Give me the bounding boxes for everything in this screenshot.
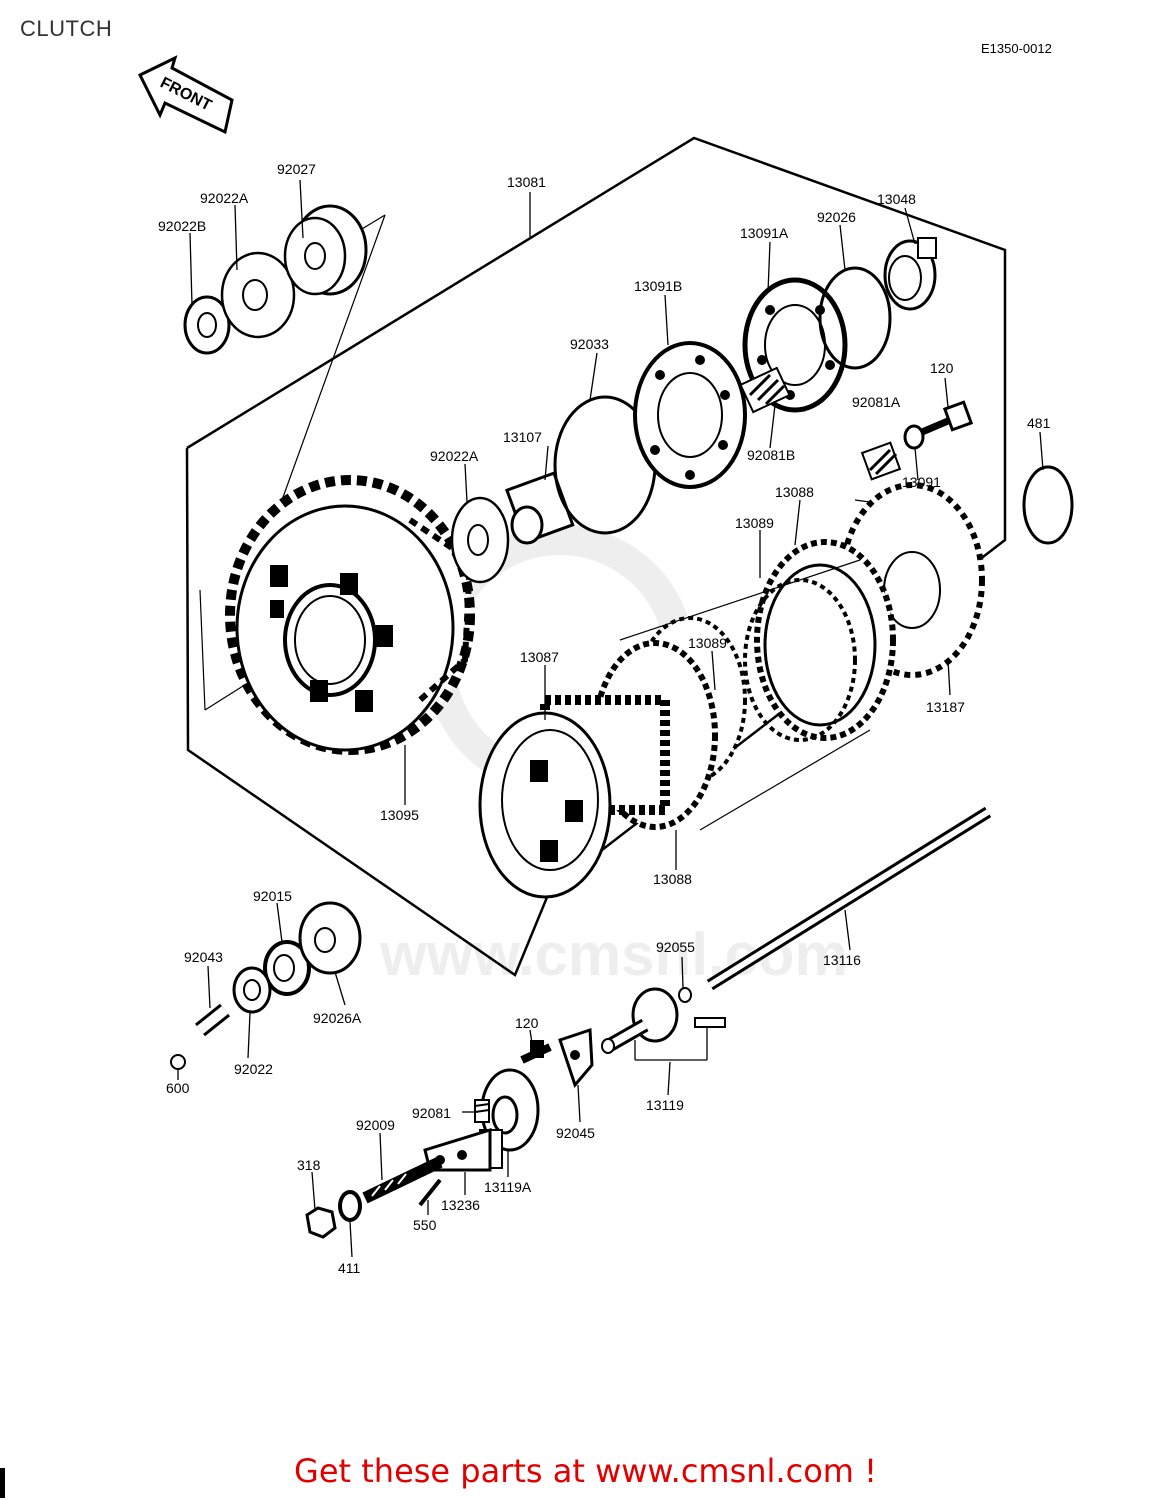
label-13187: 13187	[926, 699, 965, 715]
part-13089-steel-plate-upper	[743, 578, 857, 742]
part-411-washer	[338, 1190, 362, 1222]
part-13095-outer-gear	[225, 475, 475, 755]
label-13088-top: 13088	[775, 484, 814, 500]
part-92022-washer	[232, 966, 272, 1014]
label-92045: 92045	[556, 1125, 595, 1141]
label-13091a: 13091A	[740, 225, 789, 241]
label-13095: 13095	[380, 807, 419, 823]
label-13119a: 13119A	[484, 1179, 532, 1195]
label-92055: 92055	[656, 939, 695, 955]
part-92027-collar	[283, 204, 368, 296]
label-92026: 92026	[817, 209, 856, 225]
part-92026a-seal	[298, 901, 362, 975]
part-92009-screw	[362, 1156, 443, 1204]
part-13091-washer	[903, 424, 925, 450]
part-13048-hub	[883, 237, 937, 311]
part-13107-sleeve	[505, 471, 575, 545]
label-92081b: 92081B	[747, 447, 795, 463]
part-92022b-washer	[183, 295, 231, 355]
label-13091: 13091	[902, 474, 941, 490]
label-13119: 13119	[646, 1097, 684, 1113]
part-13119-lifter	[601, 987, 726, 1054]
label-13081: 13081	[507, 174, 546, 190]
label-13048: 13048	[877, 191, 916, 207]
part-550-pin	[418, 1178, 442, 1207]
label-318: 318	[297, 1157, 321, 1173]
part-92045-gasket	[558, 1027, 594, 1088]
label-92033: 92033	[570, 336, 609, 352]
label-92022b: 92022B	[158, 218, 206, 234]
label-120-top: 120	[930, 360, 954, 376]
label-13107: 13107	[503, 429, 542, 445]
label-411: 411	[338, 1260, 361, 1276]
label-13087: 13087	[520, 649, 559, 665]
shop-parts-link[interactable]: Get these parts at www.cmsnl.com !	[294, 1452, 877, 1490]
leader-lines	[177, 179, 1044, 1258]
part-92043-pin	[195, 1003, 230, 1037]
part-92081-spring	[474, 1099, 490, 1123]
part-92022a-washer	[220, 251, 296, 339]
label-481: 481	[1027, 415, 1051, 431]
part-92026-ring	[818, 266, 892, 370]
part-318-nut	[305, 1206, 337, 1239]
part-13087-clutch-hub	[478, 695, 670, 899]
label-92027: 92027	[277, 161, 316, 177]
part-labels: 92027 92022A 92022B 13081 13091A 92026 1…	[158, 161, 1051, 1276]
label-550: 550	[413, 1217, 437, 1233]
part-92055-o-ring	[678, 987, 692, 1003]
label-92081a: 92081A	[852, 394, 901, 410]
label-92043: 92043	[184, 949, 223, 965]
part-92022a-thrust-washer	[450, 496, 510, 584]
part-13116-push-rod	[706, 806, 992, 991]
label-120-bottom: 120	[515, 1015, 539, 1031]
page-title: CLUTCH	[20, 16, 113, 41]
label-600: 600	[166, 1080, 190, 1096]
part-92015-bearing	[263, 940, 311, 996]
label-92015: 92015	[253, 888, 292, 904]
part-13088-friction-plate-upper	[754, 539, 896, 741]
part-13091b-plate	[633, 341, 747, 489]
label-92009: 92009	[356, 1117, 395, 1133]
label-92022a-mid: 92022A	[430, 448, 479, 464]
drawing-code: E1350-0012	[981, 41, 1052, 56]
part-92081a-spring	[860, 441, 902, 481]
label-92022: 92022	[234, 1061, 273, 1077]
page-edge-marker	[0, 1468, 5, 1498]
label-92022a-top: 92022A	[200, 190, 249, 206]
part-120-bolt	[913, 400, 974, 439]
label-13089-top: 13089	[735, 515, 774, 531]
part-600-ball	[170, 1054, 186, 1070]
part-120-bolt-lower	[520, 1040, 552, 1064]
label-13236: 13236	[441, 1197, 480, 1213]
label-92026a: 92026A	[313, 1010, 362, 1026]
part-92081b-spring	[739, 366, 791, 414]
label-13089-mid: 13089	[688, 635, 727, 651]
label-13091b: 13091B	[634, 278, 682, 294]
part-481-circlip	[1022, 465, 1074, 545]
front-arrow-icon: FRONT	[137, 55, 234, 135]
label-92081: 92081	[412, 1105, 451, 1121]
label-13116: 13116	[823, 952, 861, 968]
label-13088-bottom: 13088	[653, 871, 692, 887]
